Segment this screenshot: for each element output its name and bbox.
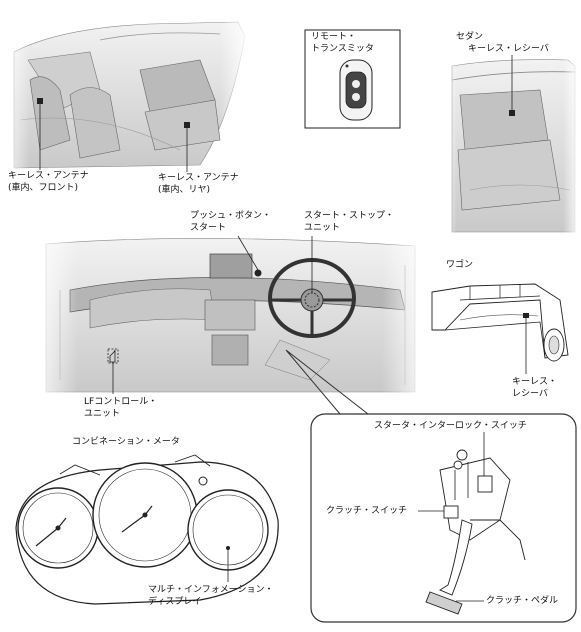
label-antenna-rear-1: キーレス・アンテナ — [158, 173, 239, 183]
label-push-button-start-2: スタート — [190, 223, 227, 233]
label-antenna-front-1: キーレス・アンテナ — [8, 171, 89, 181]
label-push-button-start-1: プッシュ・ボタン・ — [190, 211, 272, 221]
label-combination-meter: コンビネーション・メータ — [72, 437, 180, 447]
label-remote-transmitter-1: リモート・ — [311, 32, 357, 42]
label-clutch-pedal: クラッチ・ペダル — [486, 596, 559, 606]
label-starter-interlock-switch: スタータ・インターロック・スイッチ — [374, 421, 527, 431]
leader-push-button-start — [237, 235, 259, 271]
label-start-stop-unit-2: ユニット — [304, 223, 341, 233]
clutch-pedal-callout — [285, 349, 577, 623]
label-sedan: セダン — [456, 32, 484, 42]
label-antenna-front-2: (車内、フロント) — [8, 183, 79, 193]
label-keyless-receiver-sedan: キーレス・レシーバ — [468, 44, 549, 54]
clutch-pedal-pad — [425, 591, 463, 615]
label-keyless-receiver-wagon-1: キーレス・ — [512, 377, 558, 387]
label-lf-control-unit-1: LFコントロール・ — [84, 397, 158, 407]
label-multi-info-display-1: マルチ・インフォメーション・ — [148, 585, 274, 595]
label-multi-info-display-2: ディスプレイ — [148, 597, 202, 607]
remote-transmitter-panel — [304, 29, 401, 129]
cabin-interior-illustration — [0, 20, 250, 170]
sedan-rear-illustration — [440, 55, 580, 235]
starter-interlock-switch-part — [477, 475, 493, 493]
label-clutch-switch: クラッチ・スイッチ — [326, 506, 408, 516]
label-keyless-receiver-wagon-2: レシーバ — [512, 389, 548, 399]
wagon-rear-illustration — [431, 283, 569, 362]
label-wagon: ワゴン — [446, 260, 474, 270]
clutch-switch-part — [443, 505, 459, 519]
wagon-receiver-marker — [523, 313, 529, 318]
dashboard-illustration — [30, 230, 430, 395]
label-start-stop-unit-1: スタート・ストップ・ — [304, 211, 395, 221]
label-antenna-rear-2: (車内、リヤ) — [158, 185, 211, 195]
label-remote-transmitter-2: トランスミッタ — [311, 44, 374, 54]
combination-meter-illustration — [15, 454, 279, 605]
label-lf-control-unit-2: ユニット — [84, 409, 121, 419]
